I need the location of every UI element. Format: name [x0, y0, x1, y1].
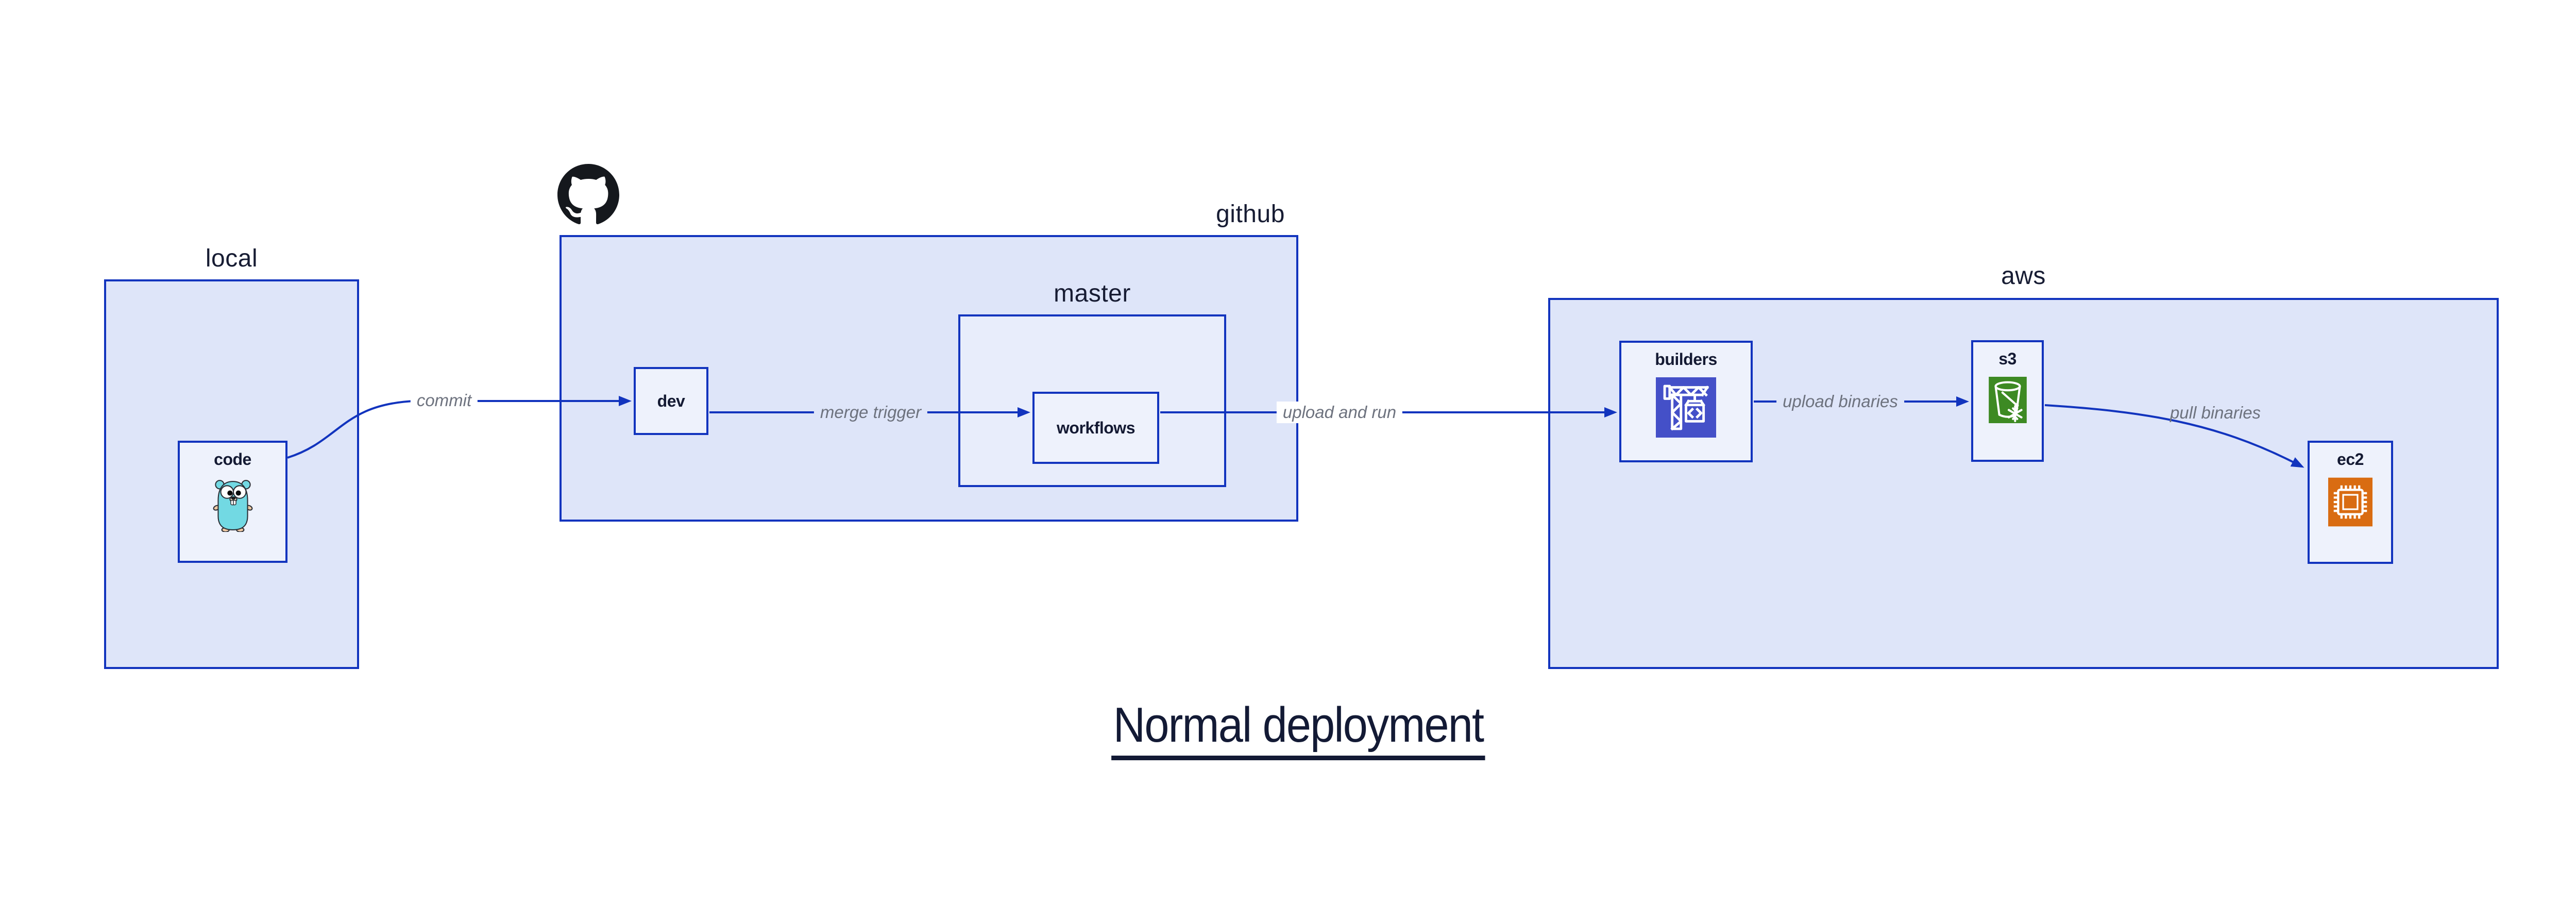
edge-label-commit: commit	[410, 390, 478, 411]
aws-ec2-icon	[2328, 477, 2372, 529]
group-label-github: github	[1216, 201, 1285, 228]
node-dev: dev	[634, 367, 708, 435]
edge-label-upload-binaries: upload binaries	[1776, 391, 1904, 412]
group-label-aws: aws	[2001, 262, 2046, 290]
diagram-title: Normal deployment	[1111, 697, 1485, 760]
aws-codebuild-icon	[1656, 377, 1716, 440]
node-ec2: ec2	[2308, 441, 2393, 564]
github-octocat-icon	[557, 164, 619, 228]
group-label-master: master	[1054, 280, 1131, 307]
edge-label-merge-trigger: merge trigger	[814, 402, 928, 423]
go-gopher-icon	[213, 477, 253, 534]
node-code-label: code	[214, 450, 251, 469]
node-s3: s3	[1971, 340, 2044, 462]
node-ec2-label: ec2	[2337, 450, 2364, 469]
node-code: code	[178, 441, 287, 563]
node-builders-label: builders	[1655, 350, 1717, 369]
node-dev-label: dev	[657, 391, 685, 410]
node-workflows-label: workflows	[1057, 418, 1135, 437]
edge-label-upload-and-run: upload and run	[1276, 402, 1403, 423]
node-workflows: workflows	[1032, 392, 1159, 464]
node-builders: builders	[1619, 341, 1753, 462]
node-s3-label: s3	[1998, 349, 2016, 368]
edge-label-pull-binaries: pull binaries	[2170, 403, 2261, 422]
aws-s3-glacier-icon	[1988, 377, 2027, 426]
group-label-local: local	[205, 245, 258, 272]
